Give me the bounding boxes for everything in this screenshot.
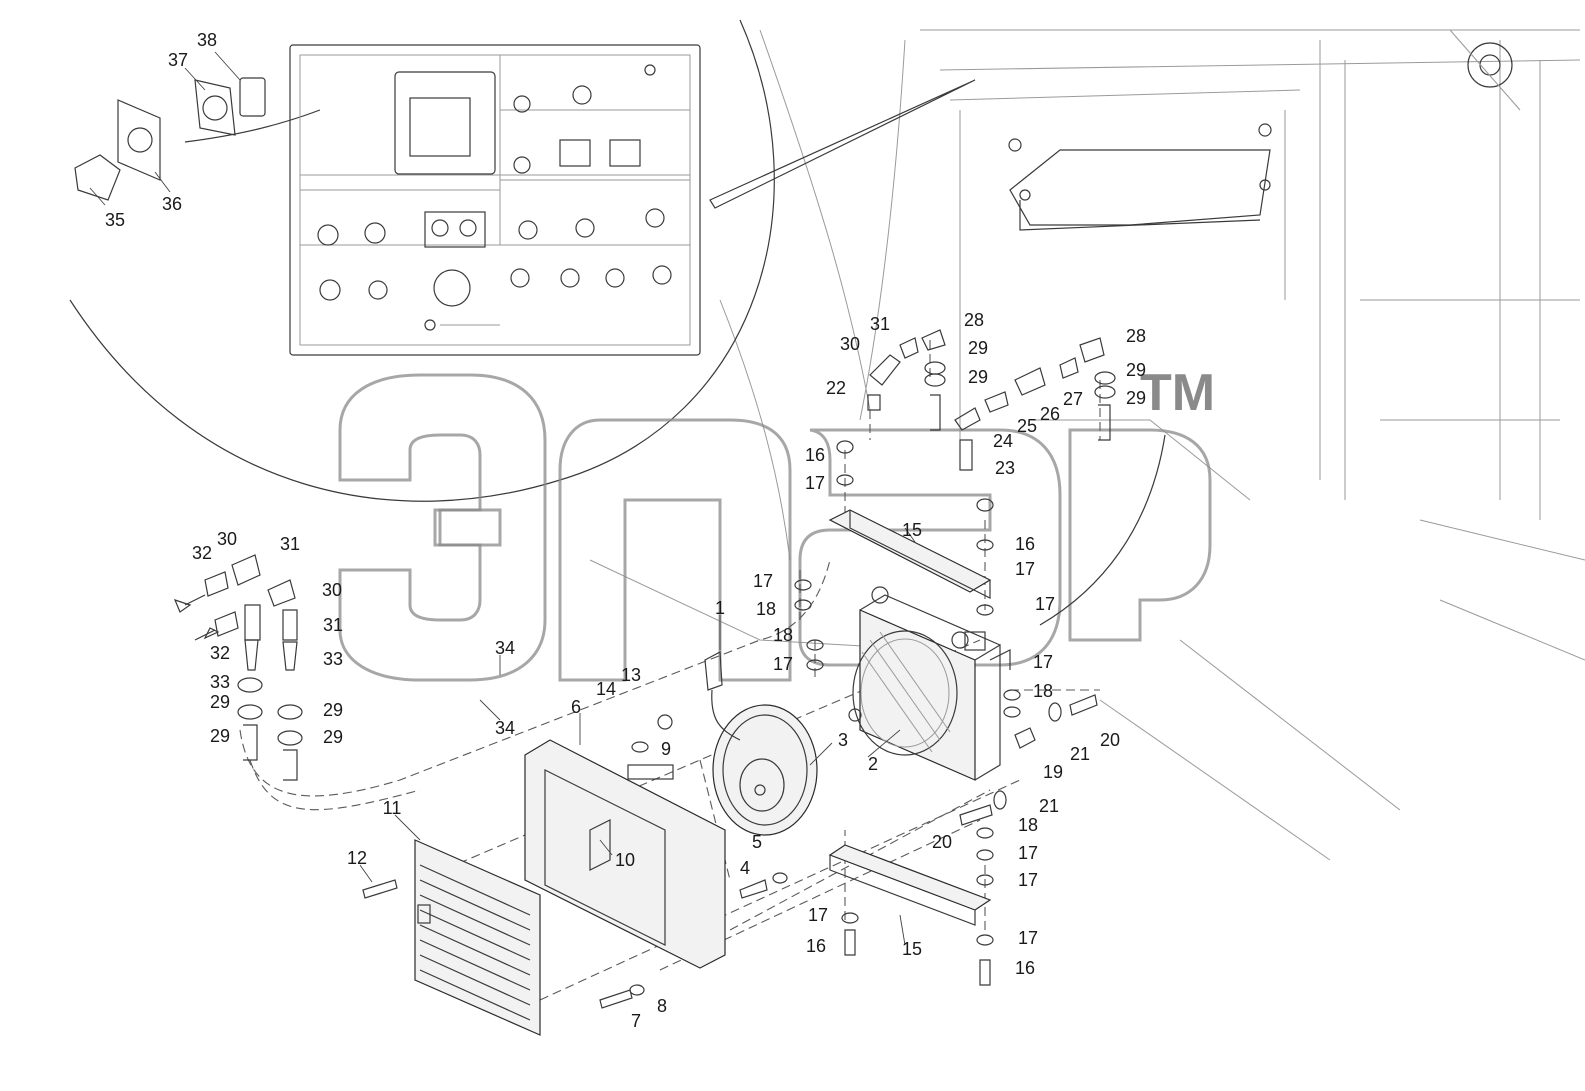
grille-11 <box>414 839 541 1036</box>
callout-number: 30 <box>840 334 860 354</box>
callout-number: 18 <box>756 599 776 619</box>
callout-number: 6 <box>571 697 581 717</box>
callout-number: 34 <box>495 638 515 658</box>
callout-number: 28 <box>964 310 984 330</box>
callout-number: 18 <box>1018 815 1038 835</box>
callout-number: 10 <box>615 850 635 870</box>
callout-number: 16 <box>805 445 825 465</box>
callout-number: 5 <box>752 832 762 852</box>
callout-number: 18 <box>1033 681 1053 701</box>
callout-number: 17 <box>805 473 825 493</box>
callout-number: 17 <box>1015 559 1035 579</box>
callout-number: 34 <box>495 718 515 738</box>
callout-number: 17 <box>1018 928 1038 948</box>
callout-number: 35 <box>105 210 125 230</box>
callout-number: 19 <box>1043 762 1063 782</box>
watermark-logo: TM <box>338 364 1215 682</box>
callout-number: 17 <box>808 905 828 925</box>
small-parts <box>173 329 1116 1009</box>
radiator-assembly <box>828 509 1011 926</box>
callout-number: 33 <box>323 649 343 669</box>
callout-number: 21 <box>1039 796 1059 816</box>
callout-number: 31 <box>870 314 890 334</box>
callout-number: 29 <box>210 726 230 746</box>
callout-number: 17 <box>753 571 773 591</box>
callout-number: 17 <box>1033 652 1053 672</box>
callout-number: 13 <box>621 665 641 685</box>
control-panel-detail <box>69 19 976 502</box>
callout-number: 16 <box>806 936 826 956</box>
callout-number: 32 <box>210 643 230 663</box>
callout-number: 21 <box>1070 744 1090 764</box>
callout-number: 26 <box>1040 404 1060 424</box>
callout-number: 32 <box>192 543 212 563</box>
callout-number: 29 <box>210 692 230 712</box>
callout-number: 23 <box>995 458 1015 478</box>
callout-number: 17 <box>1035 594 1055 614</box>
callout-number: 38 <box>197 30 217 50</box>
callout-number: 14 <box>596 679 616 699</box>
callout-number: 17 <box>1018 870 1038 890</box>
callout-number: 4 <box>740 858 750 878</box>
callout-number: 8 <box>657 996 667 1016</box>
callout-number: 15 <box>902 939 922 959</box>
callout-number: 2 <box>868 754 878 774</box>
watermark-tm: TM <box>1140 364 1215 422</box>
callout-number: 1 <box>715 598 725 618</box>
callout-number: 18 <box>773 625 793 645</box>
callout-number: 20 <box>1100 730 1120 750</box>
callout-number: 29 <box>968 367 988 387</box>
callout-number: 28 <box>1126 326 1146 346</box>
callout-number: 20 <box>932 832 952 852</box>
callout-number: 11 <box>383 798 402 818</box>
callout-number: 16 <box>1015 958 1035 978</box>
callout-number: 24 <box>993 431 1013 451</box>
callout-number: 29 <box>968 338 988 358</box>
machine-body-outline <box>589 29 1585 861</box>
callout-number: 22 <box>826 378 846 398</box>
callout-number: 12 <box>347 848 367 868</box>
callout-number: 29 <box>323 727 343 747</box>
shroud-6 <box>524 739 726 969</box>
callout-number: 9 <box>661 739 671 759</box>
callout-number: 31 <box>323 615 343 635</box>
callout-number: 27 <box>1063 389 1083 409</box>
callout-number: 25 <box>1017 416 1037 436</box>
fan-motor <box>704 651 818 836</box>
callout-number: 17 <box>1018 843 1038 863</box>
callout-number: 33 <box>210 672 230 692</box>
callout-number: 15 <box>902 520 922 540</box>
callout-number: 7 <box>631 1011 641 1031</box>
callout-number: 29 <box>1126 388 1146 408</box>
callout-number: 36 <box>162 194 182 214</box>
callout-number: 17 <box>773 654 793 674</box>
callout-number: 3 <box>838 730 848 750</box>
callout-number: 29 <box>323 700 343 720</box>
callout-number: 37 <box>168 50 188 70</box>
callout-number: 16 <box>1015 534 1035 554</box>
callout-number: 30 <box>217 529 237 549</box>
callout-number: 29 <box>1126 360 1146 380</box>
callout-number: 30 <box>322 580 342 600</box>
callout-leaders <box>89 51 916 946</box>
callout-number: 31 <box>280 534 300 554</box>
